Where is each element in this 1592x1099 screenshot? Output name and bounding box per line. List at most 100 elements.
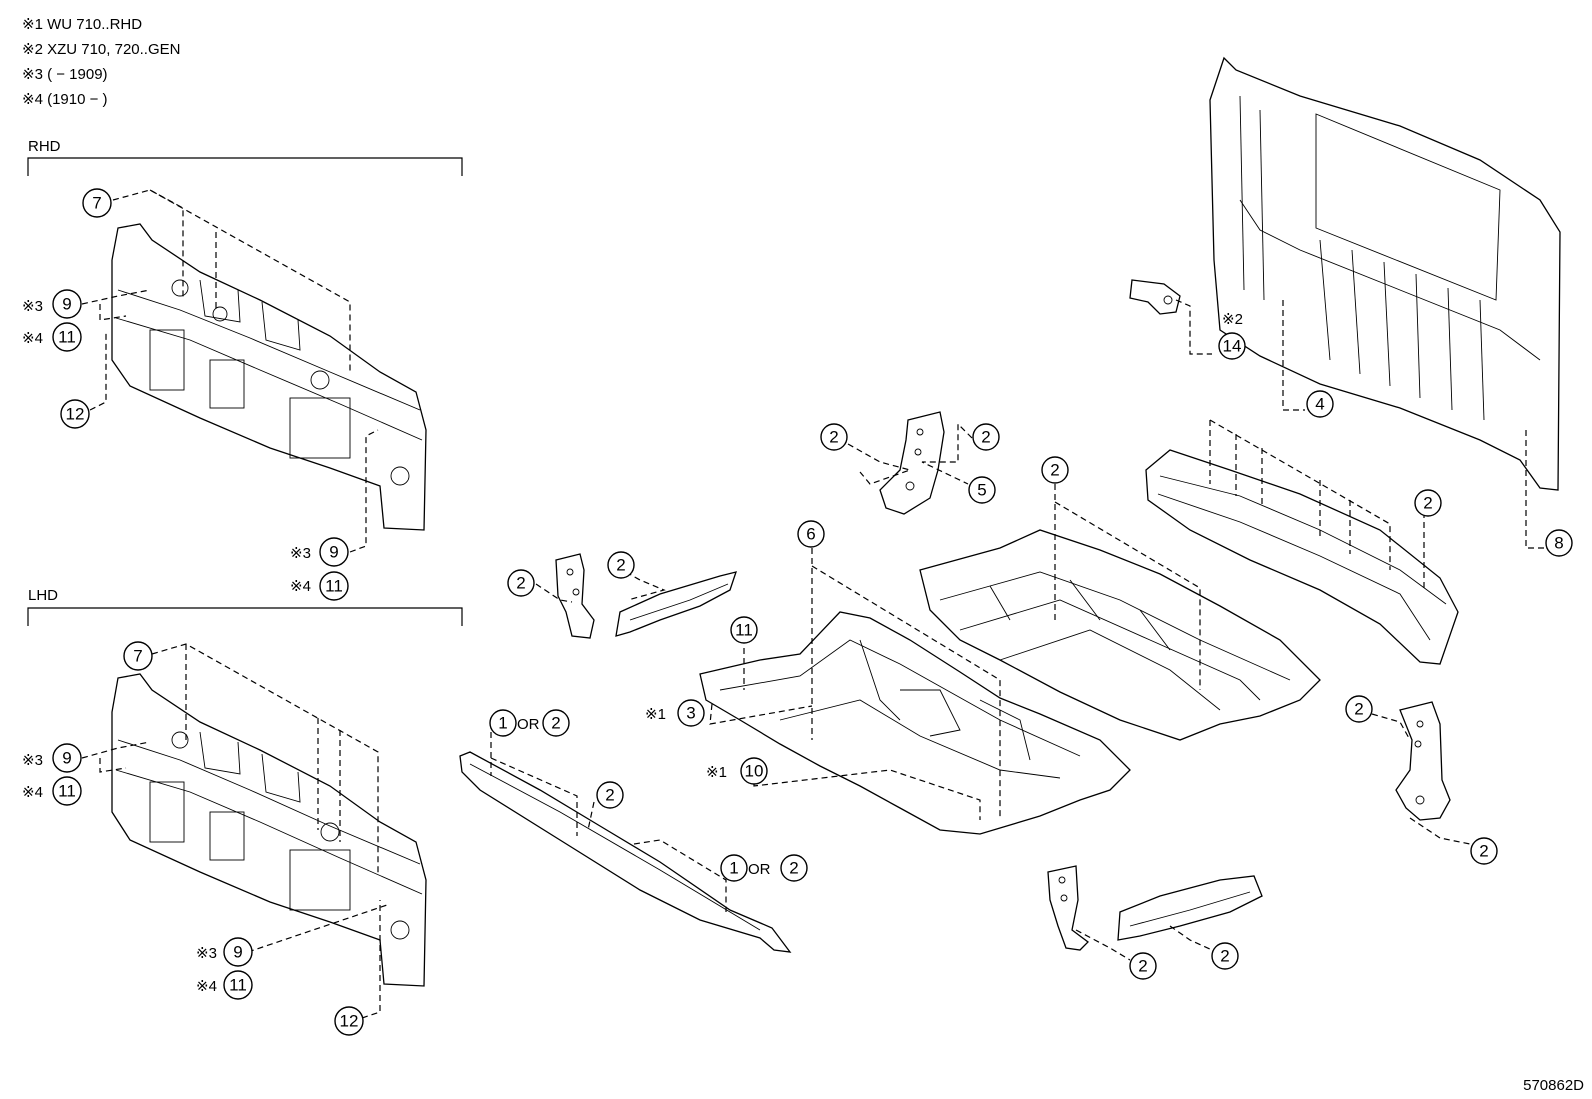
svg-text:12: 12 bbox=[66, 405, 85, 424]
svg-text:9: 9 bbox=[329, 543, 338, 562]
callout-2-cross-member[interactable]: 2 bbox=[596, 781, 624, 809]
lhd-rear-panel[interactable] bbox=[111, 673, 427, 987]
callout-2-bottom-right[interactable]: 2 bbox=[1211, 942, 1239, 970]
svg-text:2: 2 bbox=[789, 859, 798, 878]
callout-11-lhd-upper[interactable]: 11 bbox=[52, 776, 82, 806]
svg-text:11: 11 bbox=[58, 328, 76, 347]
callout-6[interactable]: 6 bbox=[797, 520, 825, 548]
rhd-note-4-lower: ※4 bbox=[290, 578, 311, 595]
callout-2-lower-or[interactable]: 2 bbox=[780, 854, 808, 882]
svg-text:2: 2 bbox=[1479, 842, 1488, 861]
callout-9-rhd-upper[interactable]: 9 bbox=[52, 289, 82, 319]
callout-2-upper-or[interactable]: 2 bbox=[542, 709, 570, 737]
svg-text:1: 1 bbox=[729, 859, 738, 878]
svg-text:8: 8 bbox=[1554, 534, 1563, 553]
svg-text:4: 4 bbox=[1315, 395, 1324, 414]
callout-14[interactable]: 14 bbox=[1218, 332, 1246, 360]
callout-7-lhd[interactable]: 7 bbox=[123, 641, 153, 671]
svg-text:7: 7 bbox=[92, 194, 101, 213]
callout-1-lower[interactable]: 1 bbox=[720, 854, 748, 882]
floor-note-1-upper: ※1 bbox=[645, 706, 666, 723]
svg-text:2: 2 bbox=[1050, 461, 1059, 480]
left-rail-bracket[interactable] bbox=[615, 571, 737, 637]
bottom-rail-bracket[interactable] bbox=[1117, 875, 1263, 941]
section-bracket-rhd bbox=[27, 157, 463, 176]
svg-text:2: 2 bbox=[981, 428, 990, 447]
svg-text:9: 9 bbox=[233, 943, 242, 962]
back-panel[interactable] bbox=[1209, 56, 1561, 491]
rear-floor-panel[interactable] bbox=[919, 529, 1321, 741]
diagram-code: 570862D bbox=[1523, 1077, 1584, 1094]
svg-text:2: 2 bbox=[605, 786, 614, 805]
lhd-note-4-upper: ※4 bbox=[22, 784, 43, 801]
svg-text:2: 2 bbox=[1354, 700, 1363, 719]
or-label-lower: OR bbox=[748, 861, 771, 878]
callout-10[interactable]: 10 bbox=[740, 757, 768, 785]
callout-11-rhd-upper[interactable]: 11 bbox=[52, 322, 82, 352]
callout-11-lhd-lower[interactable]: 11 bbox=[223, 970, 253, 1000]
svg-text:1: 1 bbox=[498, 714, 507, 733]
svg-text:6: 6 bbox=[806, 525, 815, 544]
svg-text:2: 2 bbox=[551, 714, 560, 733]
right-upright-bracket[interactable] bbox=[1395, 701, 1451, 821]
rhd-note-4-upper: ※4 bbox=[22, 330, 43, 347]
callout-9-lhd-upper[interactable]: 9 bbox=[52, 743, 82, 773]
callout-11-floor[interactable]: 11 bbox=[730, 616, 758, 644]
svg-text:10: 10 bbox=[745, 762, 764, 781]
svg-text:9: 9 bbox=[62, 295, 71, 314]
callout-12-lhd[interactable]: 12 bbox=[334, 1006, 364, 1036]
callout-12-rhd[interactable]: 12 bbox=[60, 399, 90, 429]
callout-11-rhd-lower[interactable]: 11 bbox=[319, 571, 349, 601]
callout-2-left-bracket[interactable]: 2 bbox=[507, 569, 535, 597]
svg-text:9: 9 bbox=[62, 749, 71, 768]
callout-2-rear-floor[interactable]: 2 bbox=[1041, 456, 1069, 484]
or-label-upper: OR bbox=[517, 716, 540, 733]
lhd-note-4-lower: ※4 bbox=[196, 978, 217, 995]
note-3: ※3 ( − 1909) bbox=[22, 66, 108, 83]
left-bracket-upright[interactable] bbox=[555, 553, 595, 639]
section-label-rhd: RHD bbox=[28, 138, 61, 155]
center-upright-bracket[interactable] bbox=[879, 411, 945, 515]
callout-3[interactable]: 3 bbox=[677, 699, 705, 727]
callout-8[interactable]: 8 bbox=[1545, 529, 1573, 557]
back-panel-hinge-bracket[interactable] bbox=[1129, 279, 1181, 315]
callout-5[interactable]: 5 bbox=[968, 476, 996, 504]
lhd-note-3-upper: ※3 bbox=[22, 752, 43, 769]
callout-9-rhd-lower[interactable]: 9 bbox=[319, 537, 349, 567]
svg-text:11: 11 bbox=[58, 782, 76, 801]
note-1: ※1 WU 710..RHD bbox=[22, 16, 142, 33]
callout-2-rail-bracket[interactable]: 2 bbox=[607, 551, 635, 579]
note-2: ※2 XZU 710, 720..GEN bbox=[22, 41, 180, 58]
svg-text:2: 2 bbox=[1423, 494, 1432, 513]
svg-text:5: 5 bbox=[977, 481, 986, 500]
rhd-rear-panel[interactable] bbox=[111, 223, 427, 531]
callout-2-bottom-left[interactable]: 2 bbox=[1129, 952, 1157, 980]
svg-text:7: 7 bbox=[133, 647, 142, 666]
floor-note-1-lower: ※1 bbox=[706, 764, 727, 781]
svg-text:14: 14 bbox=[1223, 337, 1242, 356]
front-cross-member[interactable] bbox=[459, 751, 792, 953]
section-label-lhd: LHD bbox=[28, 587, 58, 604]
callout-2-rear-cross[interactable]: 2 bbox=[1414, 489, 1442, 517]
front-floor-panel[interactable] bbox=[699, 611, 1131, 835]
callout-2-right-lower[interactable]: 2 bbox=[1470, 837, 1498, 865]
callout-2-center-right[interactable]: 2 bbox=[972, 423, 1000, 451]
applicability-notes: ※1 WU 710..RHD ※2 XZU 710, 720..GEN ※3 (… bbox=[22, 16, 180, 108]
callout-7-rhd[interactable]: 7 bbox=[82, 188, 112, 218]
bottom-upright-bracket[interactable] bbox=[1047, 865, 1089, 951]
callout-2-right-upper[interactable]: 2 bbox=[1345, 695, 1373, 723]
svg-text:11: 11 bbox=[229, 976, 247, 995]
svg-text:11: 11 bbox=[325, 577, 343, 596]
callout-4[interactable]: 4 bbox=[1306, 390, 1334, 418]
rhd-note-3-lower: ※3 bbox=[290, 545, 311, 562]
svg-text:12: 12 bbox=[340, 1012, 359, 1031]
svg-text:2: 2 bbox=[616, 556, 625, 575]
callout-1-upper[interactable]: 1 bbox=[489, 709, 517, 737]
svg-text:2: 2 bbox=[1138, 957, 1147, 976]
callout-2-center-left[interactable]: 2 bbox=[820, 423, 848, 451]
svg-text:3: 3 bbox=[686, 704, 695, 723]
callout-9-lhd-lower[interactable]: 9 bbox=[223, 937, 253, 967]
note-4: ※4 (1910 − ) bbox=[22, 91, 108, 108]
lhd-note-3-lower: ※3 bbox=[196, 945, 217, 962]
